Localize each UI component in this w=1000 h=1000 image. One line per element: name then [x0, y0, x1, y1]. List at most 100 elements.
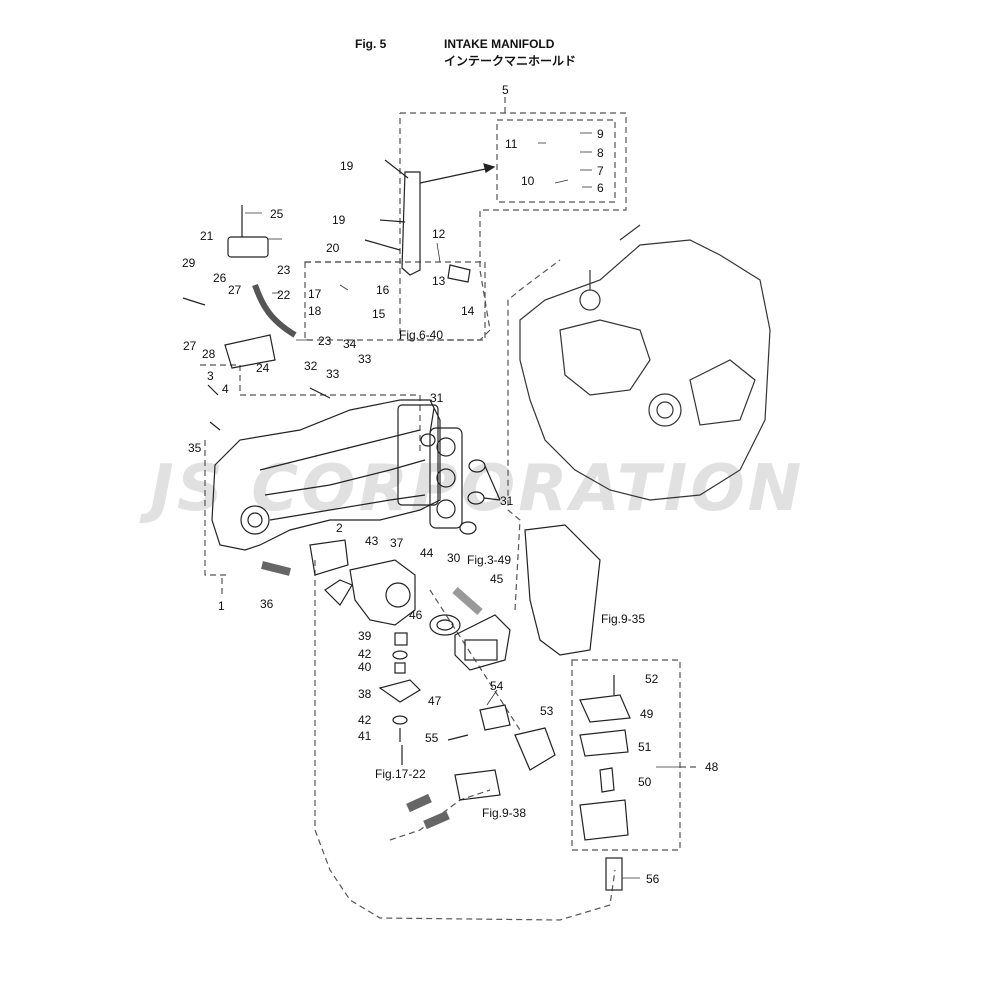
callout-6: 6	[597, 181, 604, 195]
o-rings	[420, 407, 501, 535]
callout-25: 25	[270, 207, 284, 221]
callout-32: 32	[304, 359, 318, 373]
vacuum-hose	[252, 284, 297, 338]
silencer-bracket	[524, 524, 601, 656]
callout-50: 50	[638, 775, 652, 789]
fuel-rail	[364, 159, 421, 276]
callout-41: 41	[358, 729, 372, 743]
callout-36: 36	[260, 597, 274, 611]
callout-33-lower: 33	[326, 367, 340, 381]
callout-52: 52	[645, 672, 659, 686]
callout-31-upper: 31	[430, 391, 444, 405]
callout-31-lower: 31	[500, 494, 514, 508]
callout-53: 53	[540, 704, 554, 718]
callout-44: 44	[420, 546, 434, 560]
bracket	[224, 334, 276, 369]
callout-35: 35	[188, 441, 202, 455]
callout-43: 43	[365, 534, 379, 548]
callout-42-lower: 42	[358, 713, 372, 727]
callout-20: 20	[326, 241, 340, 255]
callout-14: 14	[461, 304, 475, 318]
engine-outline-link	[507, 259, 561, 611]
figure-number: Fig. 5	[355, 37, 387, 51]
manifold-gasket	[429, 427, 463, 529]
callout-42-upper: 42	[358, 647, 372, 661]
callout-49: 49	[640, 707, 654, 721]
fig-9-38-part	[454, 769, 501, 801]
group-box-48	[571, 659, 681, 851]
callout-28: 28	[202, 347, 216, 361]
callout-22: 22	[277, 288, 291, 302]
detail-arrowhead	[483, 163, 496, 173]
callout-21: 21	[200, 229, 214, 243]
leader-lines	[245, 132, 680, 879]
injector	[447, 264, 471, 283]
silencer-cover	[429, 614, 511, 671]
ref-fig-3-49: Fig.3-49	[467, 553, 512, 567]
callout-56: 56	[646, 872, 660, 886]
callout-11: 11	[505, 137, 518, 151]
callout-33-upper: 33	[358, 352, 372, 366]
callout-45: 45	[490, 572, 504, 586]
pressure-sensor	[227, 236, 269, 258]
callout-47: 47	[428, 694, 442, 708]
callout-4: 4	[222, 382, 229, 396]
intake-manifold	[211, 399, 441, 551]
callout-15: 15	[372, 307, 386, 321]
pipe-fig-3-49	[452, 586, 483, 616]
figure-header: Fig. 5 INTAKE MANIFOLD インテークマニホールド	[0, 0, 1000, 70]
group-box-1-top	[200, 364, 421, 455]
callout-18: 18	[308, 304, 322, 318]
engine-block	[519, 224, 771, 501]
throttle-body	[309, 539, 416, 626]
figure-title: INTAKE MANIFOLD	[444, 37, 555, 51]
group-48-parts	[579, 675, 631, 891]
callout-34: 34	[343, 337, 357, 351]
group-box-15	[304, 261, 486, 341]
part-54	[479, 704, 511, 731]
callout-3: 3	[207, 369, 214, 383]
callout-23-lower: 23	[318, 334, 332, 348]
callout-9: 9	[597, 127, 604, 141]
callout-46: 46	[409, 608, 423, 622]
ref-fig-6-40: Fig.6-40	[399, 328, 444, 342]
callout-23-upper: 23	[277, 263, 291, 277]
idle-valve-stack	[378, 632, 421, 765]
callout-1: 1	[218, 599, 225, 613]
hose-lower-1	[406, 793, 432, 813]
group-box-1-left	[204, 440, 230, 576]
callout-38: 38	[358, 687, 372, 701]
callout-54: 54	[490, 679, 504, 693]
ref-fig-17-22: Fig.17-22	[375, 767, 426, 781]
bolt-55	[447, 734, 469, 741]
callout-24: 24	[256, 361, 270, 375]
callout-2: 2	[336, 521, 343, 535]
callout-8: 8	[597, 146, 604, 160]
callout-10: 10	[521, 174, 535, 188]
callout-51: 51	[638, 740, 652, 754]
callout-19-lower: 19	[332, 213, 346, 227]
detail-arrow	[419, 167, 491, 184]
callout-40: 40	[358, 660, 372, 674]
hose-lower-2	[423, 810, 450, 830]
bolts-left	[182, 297, 331, 431]
figure-subtitle-japanese: インテークマニホールド	[444, 54, 577, 68]
callout-7: 7	[597, 164, 604, 178]
callout-26: 26	[213, 271, 227, 285]
callout-55: 55	[425, 731, 439, 745]
callout-37: 37	[390, 536, 404, 550]
callout-29: 29	[182, 256, 196, 270]
ref-fig-9-38: Fig.9-38	[482, 806, 527, 820]
callout-30: 30	[447, 551, 461, 565]
callout-5: 5	[502, 83, 509, 97]
callout-39: 39	[358, 629, 372, 643]
callout-16: 16	[376, 283, 390, 297]
callout-48: 48	[705, 760, 719, 774]
part-53	[514, 727, 556, 771]
callout-13: 13	[432, 274, 446, 288]
hose-36	[261, 561, 291, 576]
callout-19-upper: 19	[340, 159, 354, 173]
harness-branch	[389, 789, 491, 841]
ref-fig-9-35: Fig.9-35	[601, 612, 646, 626]
